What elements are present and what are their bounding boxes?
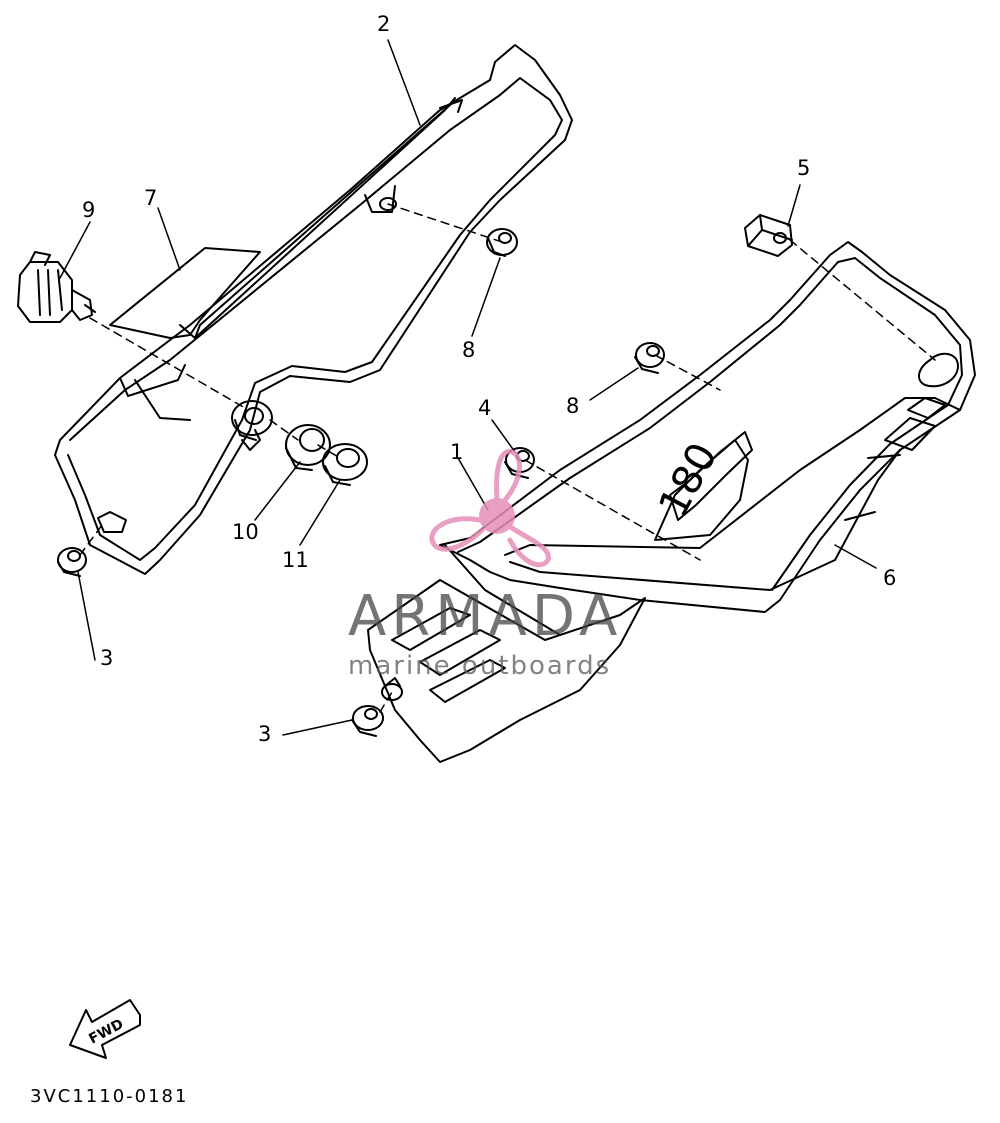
callout-2: 2 bbox=[377, 12, 391, 36]
leader-lines bbox=[59, 39, 877, 736]
left-side-cover bbox=[54, 44, 573, 575]
callout-8-right: 8 bbox=[566, 394, 580, 418]
bracket-stud bbox=[381, 677, 403, 701]
grommet-3-left bbox=[57, 547, 87, 577]
block-5 bbox=[744, 214, 793, 257]
assembly-lines bbox=[79, 203, 936, 713]
watermark-title: ARMADA bbox=[348, 584, 623, 649]
fwd-arrow: FWD bbox=[69, 999, 141, 1059]
watermark-subtitle: marine outboards bbox=[348, 651, 612, 681]
callout-3-left: 3 bbox=[100, 646, 114, 670]
grommet-8-upper bbox=[486, 228, 518, 257]
callout-1: 1 bbox=[450, 440, 464, 464]
badge-180: 180 bbox=[650, 431, 753, 525]
grommet-8-right bbox=[634, 342, 665, 374]
callout-11: 11 bbox=[282, 548, 309, 572]
cover-grommet bbox=[231, 400, 273, 441]
callout-4: 4 bbox=[478, 396, 492, 420]
lock-cylinder bbox=[17, 251, 96, 323]
callout-10: 10 bbox=[232, 520, 259, 544]
right-side-cover bbox=[367, 241, 976, 763]
callout-6: 6 bbox=[883, 566, 897, 590]
grommet-3-lower bbox=[351, 705, 384, 737]
callout-9: 9 bbox=[82, 198, 96, 222]
panel-7 bbox=[109, 247, 261, 339]
callout-3-lower: 3 bbox=[258, 722, 272, 746]
washer-11 bbox=[322, 443, 368, 486]
callout-7: 7 bbox=[144, 186, 158, 210]
callout-8-upper: 8 bbox=[462, 338, 476, 362]
watermark-logo-mark bbox=[429, 449, 551, 568]
callout-5: 5 bbox=[797, 156, 811, 180]
drawing-code: 3VC1110-0181 bbox=[30, 1086, 189, 1107]
badge-text: 180 bbox=[650, 436, 726, 525]
